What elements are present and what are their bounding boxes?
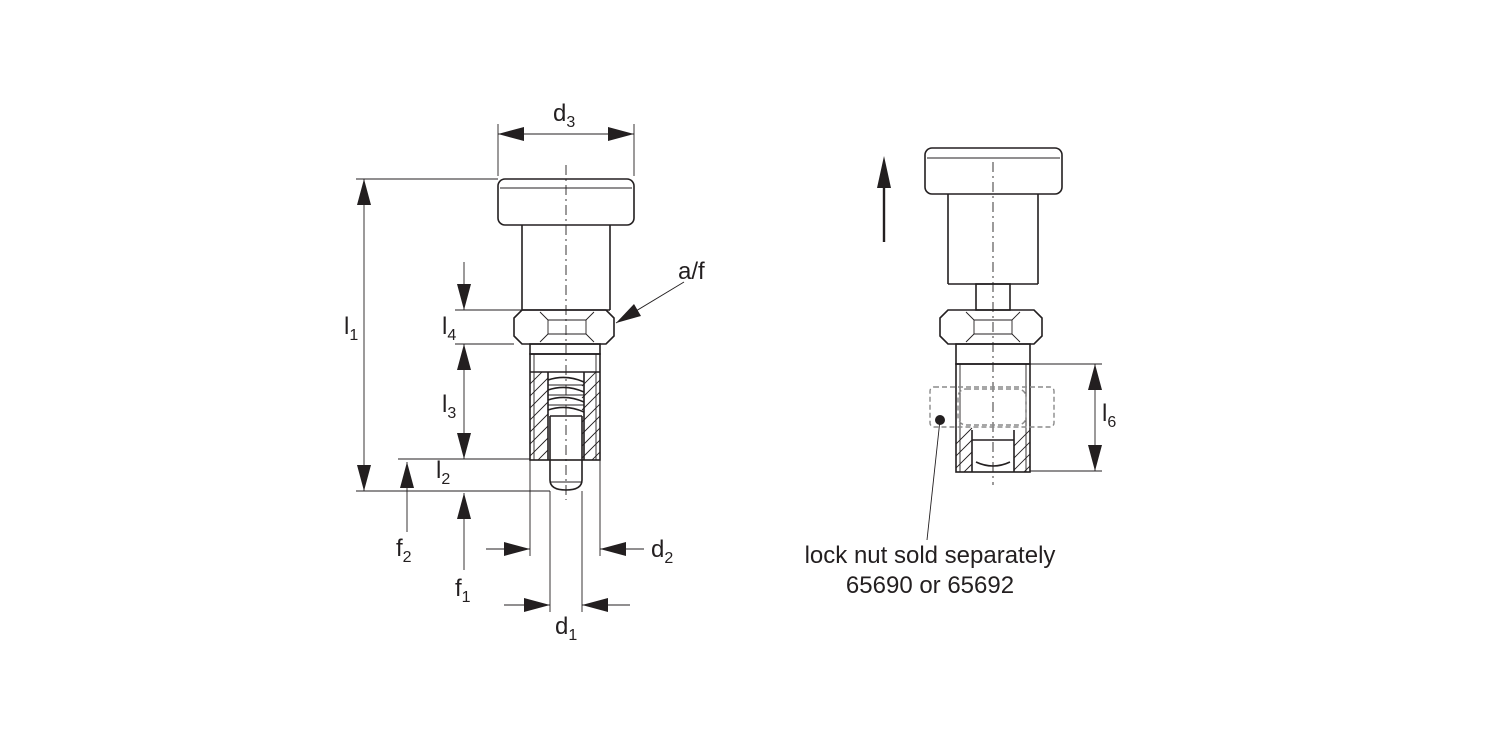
plunger-side-view: d3 l1 l4 l3 l2 f2 f1 bbox=[344, 100, 705, 644]
dim-l6-label: l6 bbox=[1102, 400, 1116, 431]
dim-l2-label: l2 bbox=[436, 457, 450, 488]
dim-d2-label: d2 bbox=[651, 536, 673, 567]
plunger-retracted-view: l6 bbox=[877, 147, 1116, 541]
lock-nut-note-line2: 65690 or 65692 bbox=[846, 572, 1014, 599]
dim-l3-label: l3 bbox=[442, 391, 456, 422]
dim-d3-label: d3 bbox=[553, 100, 575, 131]
pull-direction-arrow bbox=[877, 156, 891, 188]
dim-af-label: a/f bbox=[678, 258, 705, 285]
lock-nut-outline bbox=[929, 386, 1055, 428]
dim-l1-label: l1 bbox=[344, 313, 358, 344]
dim-f1-label: f1 bbox=[455, 575, 471, 606]
dim-f2-label: f2 bbox=[396, 535, 412, 566]
dim-l4-label: l4 bbox=[442, 313, 456, 344]
lock-nut-note-line1: lock nut sold separately bbox=[805, 542, 1056, 569]
dim-d1-label: d1 bbox=[555, 613, 577, 644]
